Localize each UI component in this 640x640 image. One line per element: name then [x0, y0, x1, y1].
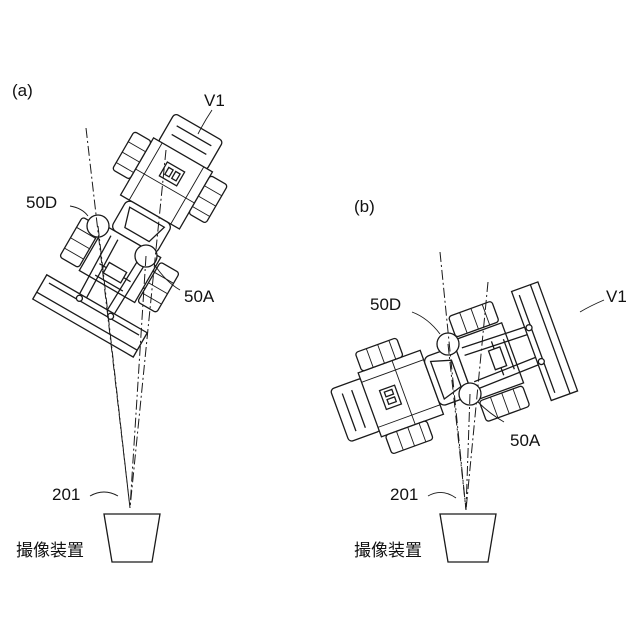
panel-b-camera-number: 201	[390, 485, 418, 504]
panel-a-vehicle	[33, 98, 249, 357]
panel-b-sensor-50a-label: 50A	[510, 431, 541, 450]
panel-b-label: (b)	[354, 197, 375, 216]
panel-b: (b)	[320, 197, 627, 562]
panel-b-vehicle-label: V1	[606, 287, 627, 306]
panel-a-vehicle-label: V1	[204, 91, 225, 110]
panel-a-camera-icon	[104, 514, 160, 562]
panel-a-camera-number: 201	[52, 485, 80, 504]
panel-a: (a)	[12, 81, 249, 562]
panel-a-label: (a)	[12, 81, 33, 100]
panel-a-sensor-50a-label: 50A	[184, 287, 215, 306]
panel-b-sensor-50d-label: 50D	[370, 295, 401, 314]
panel-b-camera-caption: 撮像装置	[354, 541, 422, 561]
panel-b-camera-icon	[440, 514, 496, 562]
panel-a-sensor-50d-label: 50D	[26, 193, 57, 212]
panel-a-camera-caption: 撮像装置	[16, 541, 84, 561]
